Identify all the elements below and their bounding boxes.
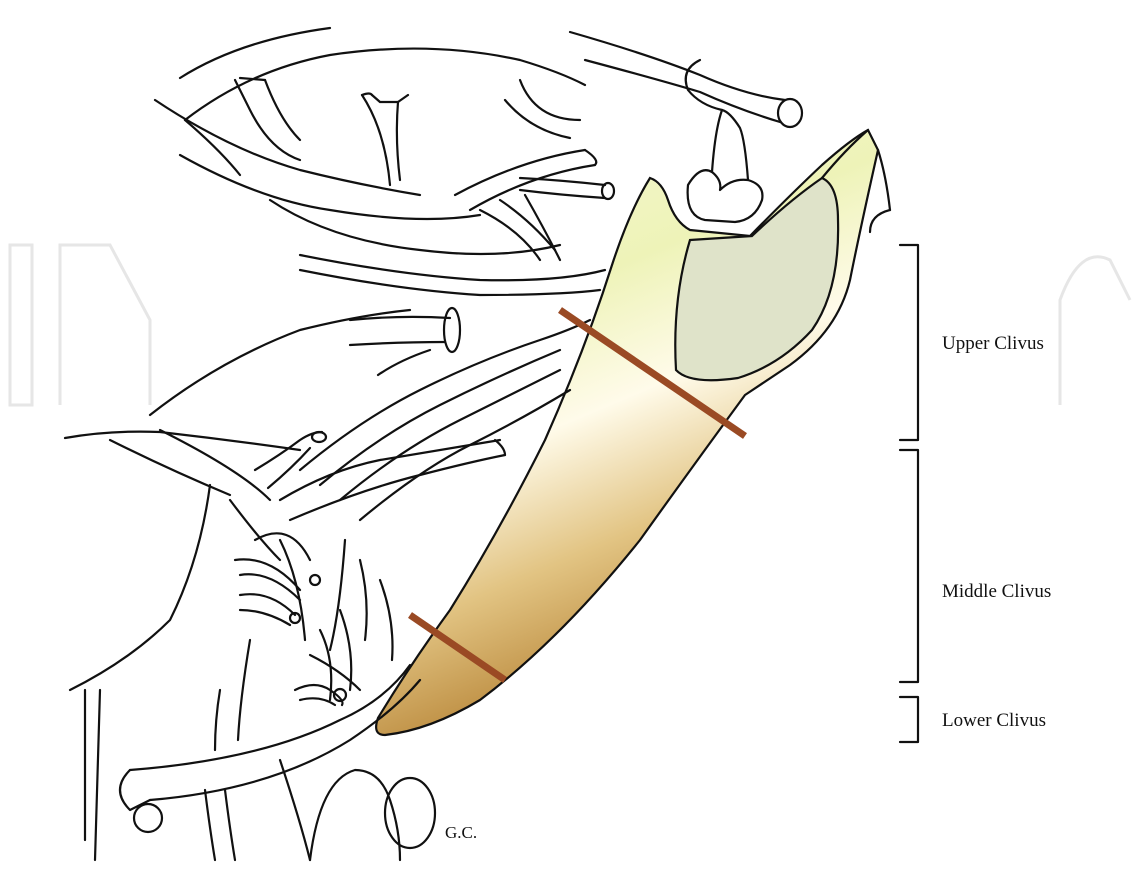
- gc-label: G.C.: [445, 823, 477, 843]
- nerve-bundles: [270, 178, 614, 295]
- upper-clivus-bracket: [900, 245, 918, 440]
- mid-nerves: [65, 308, 590, 520]
- sella-region: [675, 178, 838, 380]
- middle-clivus-label: Middle Clivus: [942, 581, 1051, 603]
- lower-structures: [70, 485, 435, 860]
- lower-clivus-label: Lower Clivus: [942, 710, 1046, 732]
- middle-clivus-bracket: [900, 450, 918, 682]
- lower-clivus-bracket: [900, 697, 918, 742]
- upper-clivus-label: Upper Clivus: [942, 333, 1044, 355]
